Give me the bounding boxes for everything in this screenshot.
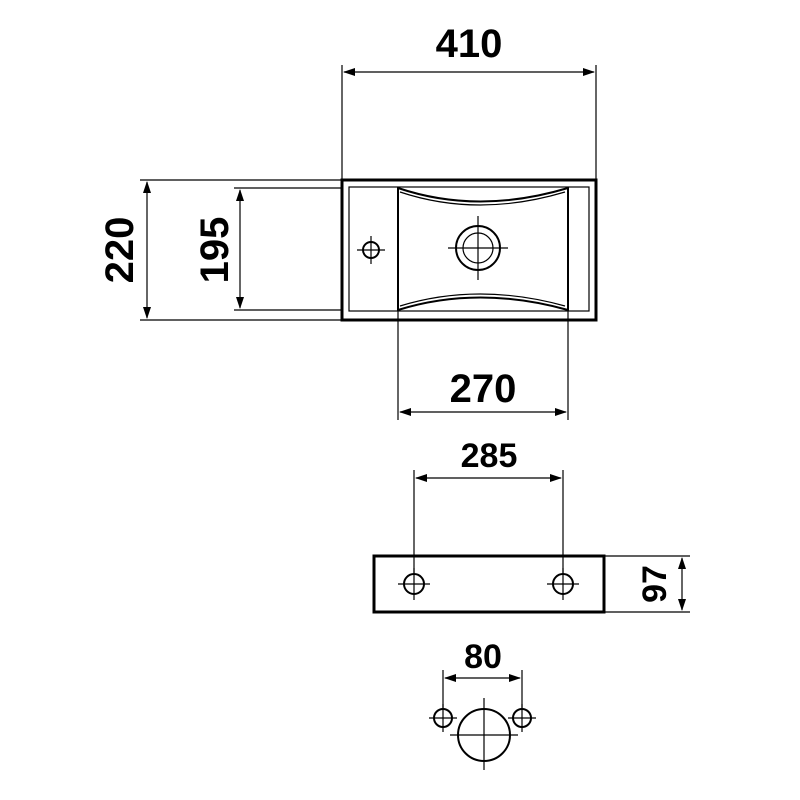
dim-410-label: 410	[436, 22, 503, 66]
tap-hole	[357, 236, 385, 264]
tap-detail-left-hole	[429, 704, 457, 732]
dim-270-label: 270	[450, 367, 517, 411]
dim-depth-inner: 195	[193, 187, 342, 311]
tap-detail-right-hole	[508, 704, 536, 732]
basin-outline	[340, 178, 598, 322]
dim-mount-height: 97	[604, 555, 690, 613]
drain-hole	[448, 216, 508, 280]
dim-220-label: 220	[98, 217, 142, 284]
bowl-outline	[397, 186, 569, 312]
tap-detail-view	[429, 698, 536, 770]
dim-80-label: 80	[464, 638, 502, 676]
dim-depth-total: 220	[98, 179, 342, 321]
dim-285-label: 285	[461, 437, 518, 475]
dim-mount-spacing: 285	[413, 437, 564, 574]
tap-detail-center-hole	[450, 698, 518, 770]
dim-tap-spacing: 80	[442, 638, 523, 708]
dim-195-label: 195	[193, 217, 237, 284]
dim-width-total: 410	[341, 22, 597, 180]
dim-bowl-width: 270	[397, 310, 569, 420]
basin-inner-rim	[348, 186, 590, 312]
mounting-plate	[372, 554, 606, 614]
mounting-view	[372, 554, 606, 614]
basin-top-view	[340, 178, 598, 322]
bowl-inner-line	[399, 191, 566, 307]
dim-97-label: 97	[636, 565, 674, 603]
